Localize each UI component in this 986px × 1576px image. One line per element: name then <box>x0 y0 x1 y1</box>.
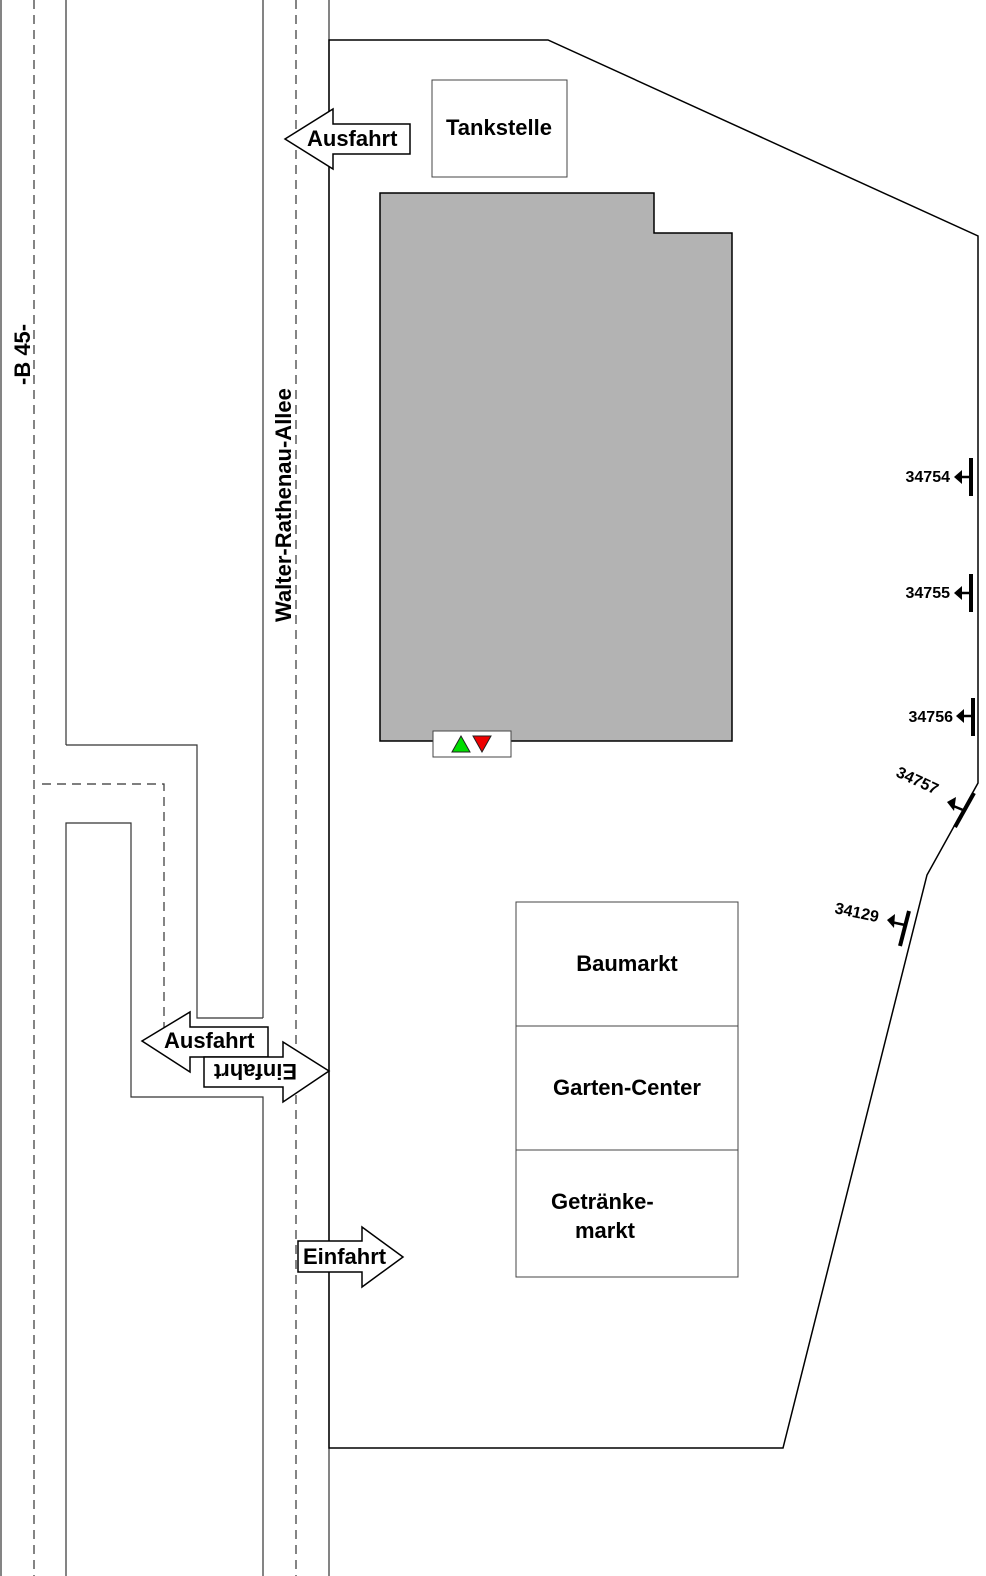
stop-34754: 34754 <box>906 458 973 496</box>
arrow-icon <box>956 709 964 723</box>
entrance <box>432 730 512 758</box>
parking-lot-outline <box>328 39 979 1449</box>
exit-arrow-top <box>283 107 411 171</box>
getraenkemarkt-label-1: Getränke- <box>551 1189 654 1214</box>
arrow-icon <box>947 797 956 811</box>
stop-34129: 34129 <box>833 900 911 947</box>
entry-label-lower: Einfahrt <box>303 1244 387 1269</box>
svg-text:34129: 34129 <box>833 900 880 926</box>
tankstelle-box <box>431 79 568 178</box>
arrow-icon <box>954 470 962 484</box>
road-label-allee: Walter-Rathenau-Allee <box>271 388 296 622</box>
down-triangle-icon <box>472 735 492 754</box>
tankstelle-label: Tankstelle <box>446 115 552 140</box>
main-building <box>379 192 733 742</box>
up-triangle-icon <box>451 734 471 753</box>
baumarkt-label: Baumarkt <box>576 951 678 976</box>
stop-34756: 34756 <box>909 698 975 736</box>
getraenkemarkt-label-2: markt <box>575 1218 636 1243</box>
exit-label-top: Ausfahrt <box>307 126 398 151</box>
arrow-icon <box>954 586 962 600</box>
entry-label-flipped: Einfahrt <box>213 1059 297 1084</box>
road-lines <box>0 0 330 1576</box>
road-label-b45: -B 45- <box>10 324 35 385</box>
svg-text:34757: 34757 <box>893 764 941 798</box>
svg-text:34754: 34754 <box>906 469 951 486</box>
entry-arrow-lower <box>297 1225 405 1289</box>
svg-text:34756: 34756 <box>909 709 954 726</box>
garten-center-label: Garten-Center <box>553 1075 701 1100</box>
stop-34757: 34757 <box>893 764 976 828</box>
svg-text:34755: 34755 <box>906 585 951 602</box>
exit-label-lower: Ausfahrt <box>164 1028 255 1053</box>
stop-34755: 34755 <box>906 574 973 612</box>
arrow-icon <box>887 914 895 928</box>
entry-arrow-flipped <box>203 1040 331 1104</box>
stores <box>515 901 739 1278</box>
